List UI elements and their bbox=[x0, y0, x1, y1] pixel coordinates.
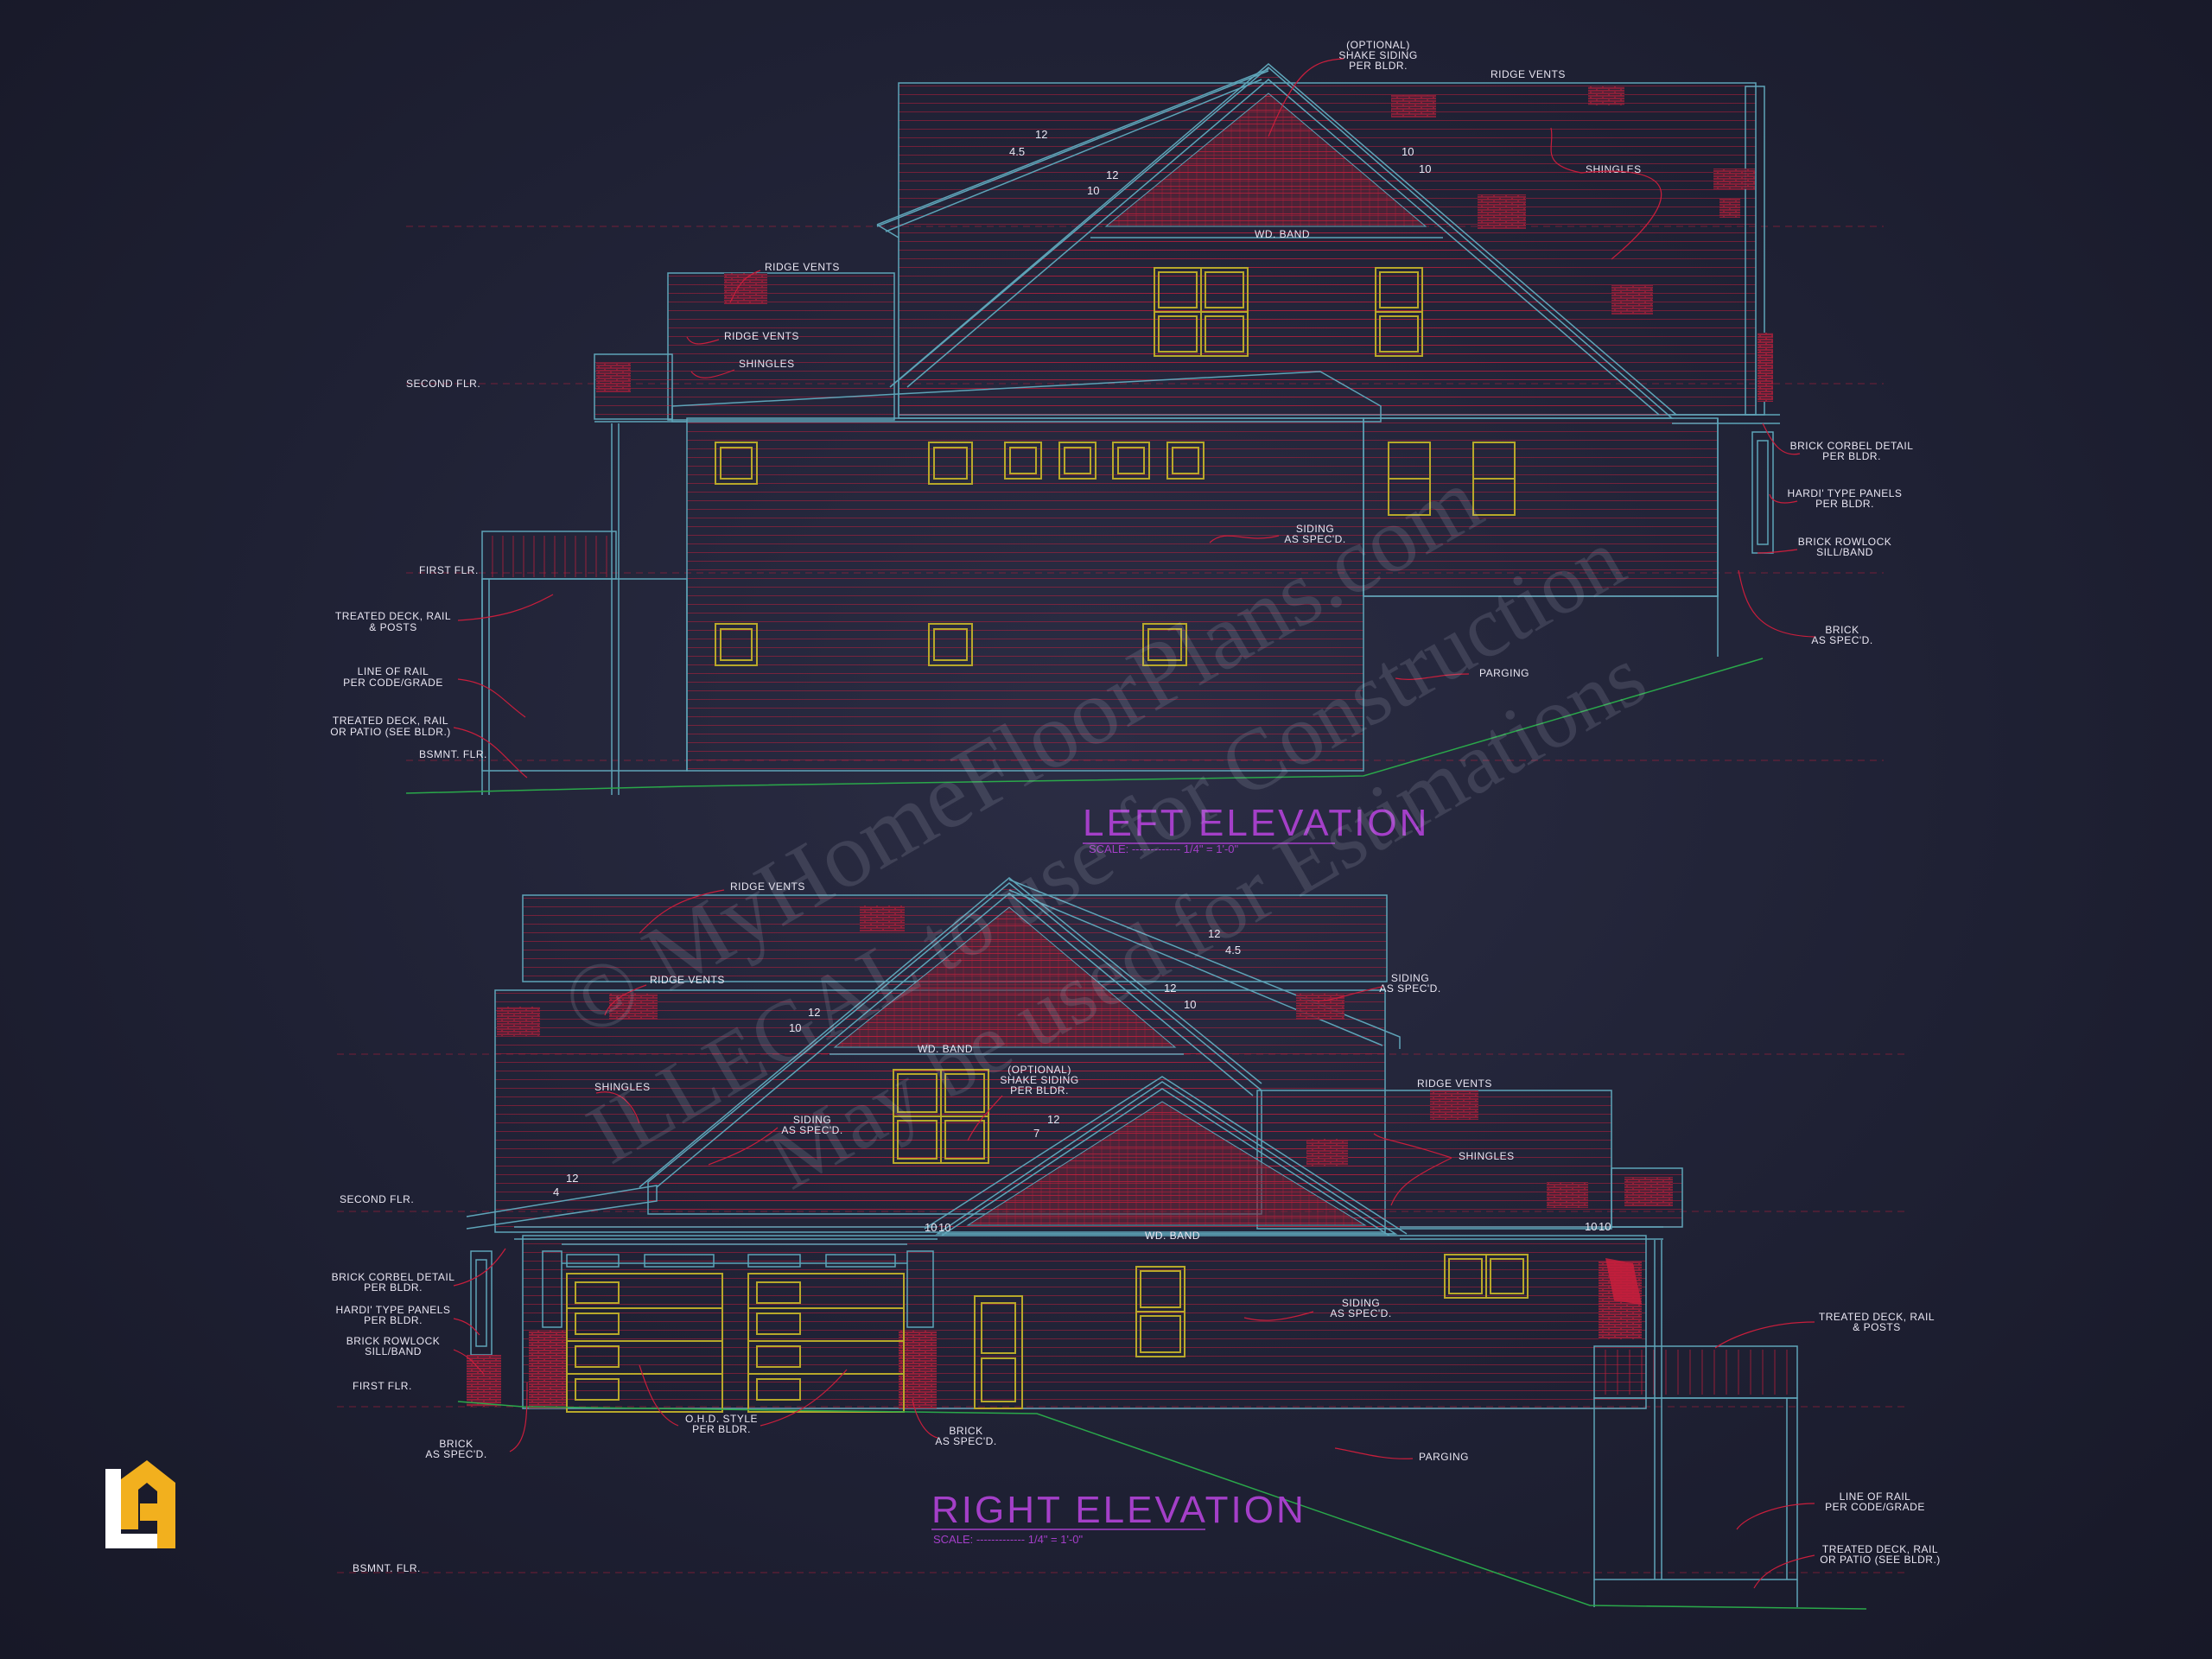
right-pitch-2: 4.5 bbox=[1225, 944, 1241, 957]
right-pitch-6: 10 bbox=[789, 1021, 801, 1034]
left-elevation-title: LEFT ELEVATION bbox=[1083, 802, 1429, 844]
left-ridge-vents-mid: RIDGE VENTS bbox=[765, 261, 840, 273]
left-upper-windows bbox=[1154, 267, 1423, 357]
right-pitch-8: 4 bbox=[553, 1185, 559, 1198]
right-pitch-10: 7 bbox=[1033, 1127, 1039, 1140]
left-main-wall bbox=[686, 417, 1364, 772]
left-grade-line bbox=[405, 658, 1764, 794]
brand-logo bbox=[105, 1460, 175, 1548]
left-ridge-vents-top: RIDGE VENTS bbox=[1491, 68, 1566, 80]
right-pitch-7: 12 bbox=[566, 1172, 578, 1185]
right-windows bbox=[893, 1069, 1529, 1357]
right-pitch-4: 10 bbox=[1184, 998, 1196, 1011]
right-ridge-vents-top: RIDGE VENTS bbox=[730, 880, 805, 893]
left-second-flr: SECOND FLR. bbox=[406, 378, 480, 390]
left-bsmnt-flr: BSMNT. FLR. bbox=[419, 748, 487, 760]
right-wd-band-low: WD. BAND bbox=[1145, 1230, 1200, 1242]
right-deck bbox=[1593, 1240, 1798, 1607]
left-elevation-scale: SCALE: ------------- 1/4" = 1'-0" bbox=[1089, 842, 1239, 855]
right-elevation-title: RIGHT ELEVATION bbox=[931, 1489, 1306, 1531]
left-pitch-2: 4.5 bbox=[1009, 145, 1025, 158]
left-side-block bbox=[667, 272, 895, 421]
right-labels: RIDGE VENTS RIDGE VENTS RIDGE VENTS SIDI… bbox=[332, 880, 1941, 1589]
left-first-flr: FIRST FLR. bbox=[419, 564, 479, 576]
right-shingles-right: SHINGLES bbox=[1459, 1150, 1515, 1162]
left-ridge-vents-low: RIDGE VENTS bbox=[724, 330, 799, 342]
right-pitch-12: 10 bbox=[938, 1221, 950, 1234]
right-parging: PARGING bbox=[1419, 1451, 1469, 1463]
right-shingles-left: SHINGLES bbox=[594, 1081, 651, 1093]
left-lower-windows bbox=[715, 623, 1187, 666]
left-shingles-right: SHINGLES bbox=[1586, 163, 1642, 175]
right-second-flr: SECOND FLR. bbox=[340, 1193, 414, 1205]
right-bsmnt-flr: BSMNT. FLR. bbox=[353, 1562, 421, 1574]
left-pitch-3: 12 bbox=[1106, 168, 1118, 181]
left-parging: PARGING bbox=[1479, 667, 1529, 679]
right-grade-line bbox=[457, 1401, 1867, 1610]
right-pitch-14: 10 bbox=[1599, 1220, 1611, 1233]
right-gable-shake bbox=[833, 906, 1177, 1048]
left-pitch-5: 10 bbox=[1402, 145, 1414, 158]
right-entry-door bbox=[974, 1295, 1023, 1409]
right-garage-doors bbox=[566, 1273, 905, 1413]
left-gable-shake bbox=[1104, 92, 1427, 227]
left-pitch-4: 10 bbox=[1087, 184, 1099, 197]
right-pitch-11: 10 bbox=[925, 1221, 937, 1234]
right-first-flr: FIRST FLR. bbox=[353, 1380, 412, 1392]
left-treated-deck: TREATED DECK, RAIL& POSTS bbox=[335, 610, 451, 633]
left-middle-windows bbox=[715, 442, 1516, 516]
right-pitch-9: 12 bbox=[1047, 1113, 1059, 1126]
right-elevation bbox=[337, 877, 1910, 1610]
left-pitch-6: 10 bbox=[1419, 162, 1431, 175]
left-main-gable bbox=[898, 67, 1675, 419]
right-pitch-13: 10 bbox=[1585, 1220, 1597, 1233]
right-wd-band-top: WD. BAND bbox=[918, 1043, 973, 1055]
right-pitch-1: 12 bbox=[1208, 927, 1220, 940]
right-ridge-vents-right: RIDGE VENTS bbox=[1417, 1077, 1492, 1090]
right-ridge-vents-mid: RIDGE VENTS bbox=[650, 974, 725, 986]
right-pitch-3: 12 bbox=[1164, 982, 1176, 995]
left-elevation bbox=[405, 63, 1884, 795]
right-treated-deck: TREATED DECK, RAIL& POSTS bbox=[1819, 1311, 1935, 1333]
left-wd-band: WD. BAND bbox=[1255, 228, 1310, 240]
right-pitch-5: 12 bbox=[808, 1006, 820, 1019]
right-first-floor-wall bbox=[522, 1235, 1647, 1409]
left-shingles-left: SHINGLES bbox=[739, 358, 795, 370]
left-pitch-1: 12 bbox=[1035, 128, 1047, 141]
right-elevation-scale: SCALE: ------------- 1/4" = 1'-0" bbox=[933, 1533, 1084, 1546]
